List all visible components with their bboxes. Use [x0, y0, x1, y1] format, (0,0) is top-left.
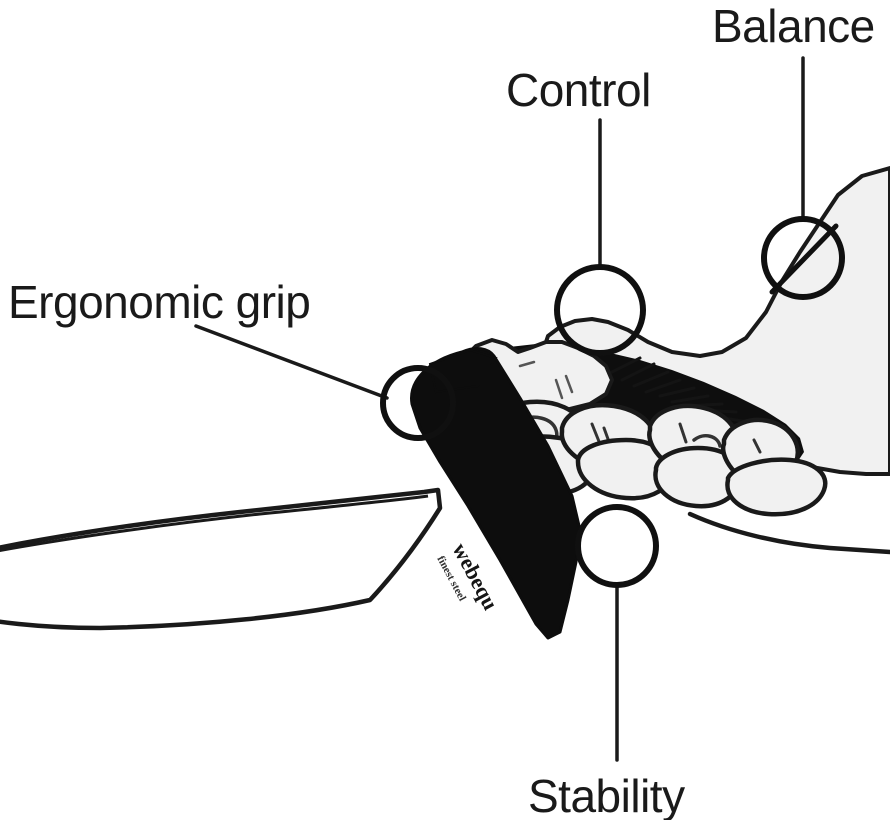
callout-label-stability: Stability — [528, 770, 685, 820]
leader-line-ergonomic-grip — [194, 324, 389, 400]
little-finger-lower-shape — [725, 457, 828, 517]
callout-labels-group: Ergonomic grip Control Balance Stability — [8, 0, 875, 820]
balance-circle-slash — [769, 223, 839, 295]
hand-lower-edge — [687, 511, 890, 555]
blade-shape — [0, 487, 443, 631]
knife-handle-group: webequ finest steel — [410, 347, 582, 640]
callout-circle-control[interactable] — [554, 264, 646, 356]
blade-spine-line — [0, 494, 429, 552]
ring-fingernail-2 — [692, 434, 722, 448]
callout-leaders-group — [194, 56, 805, 762]
callout-label-balance: Balance — [712, 0, 875, 52]
little-fingernail — [752, 438, 762, 454]
callout-circles-group — [380, 216, 845, 588]
callout-label-control: Control — [506, 64, 651, 116]
callout-circle-balance[interactable] — [761, 216, 845, 300]
middle-fingernail — [590, 422, 602, 446]
handle-shape — [410, 347, 582, 640]
ring-fingernail — [678, 422, 688, 444]
callout-circle-stability[interactable] — [575, 504, 659, 588]
knife-blade-group — [0, 487, 443, 631]
callout-circle-ergonomic-grip[interactable] — [380, 365, 456, 441]
callout-label-ergonomic-grip: Ergonomic grip — [8, 276, 310, 328]
